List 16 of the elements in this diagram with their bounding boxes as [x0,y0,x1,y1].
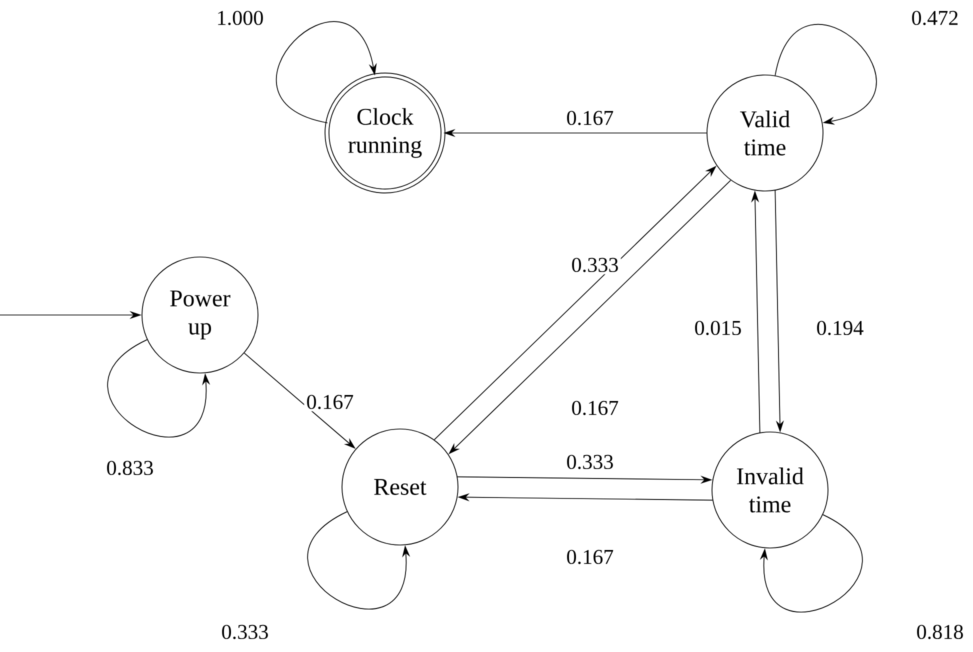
edge-label: 0.167 [564,108,616,128]
edge-label: 0.167 [304,392,356,412]
edge-label: 0.333 [569,256,621,274]
edge-label: 0.015 [692,318,744,338]
edge-label: 0.818 [917,624,963,640]
edge-label: 0.472 [912,10,958,26]
edge-label: 0.333 [222,624,268,640]
self-loop-arrow [276,22,377,124]
self-loop-arrow [774,24,876,125]
edge-label: 0.833 [107,460,153,476]
self-loop-arrow [760,514,863,613]
edge-label: 0.333 [564,452,616,472]
edge-label: 0.167 [564,548,616,566]
edge-label: 1.000 [218,10,263,26]
edge-label: 0.167 [569,398,621,418]
edge-label: 0.194 [814,318,866,338]
